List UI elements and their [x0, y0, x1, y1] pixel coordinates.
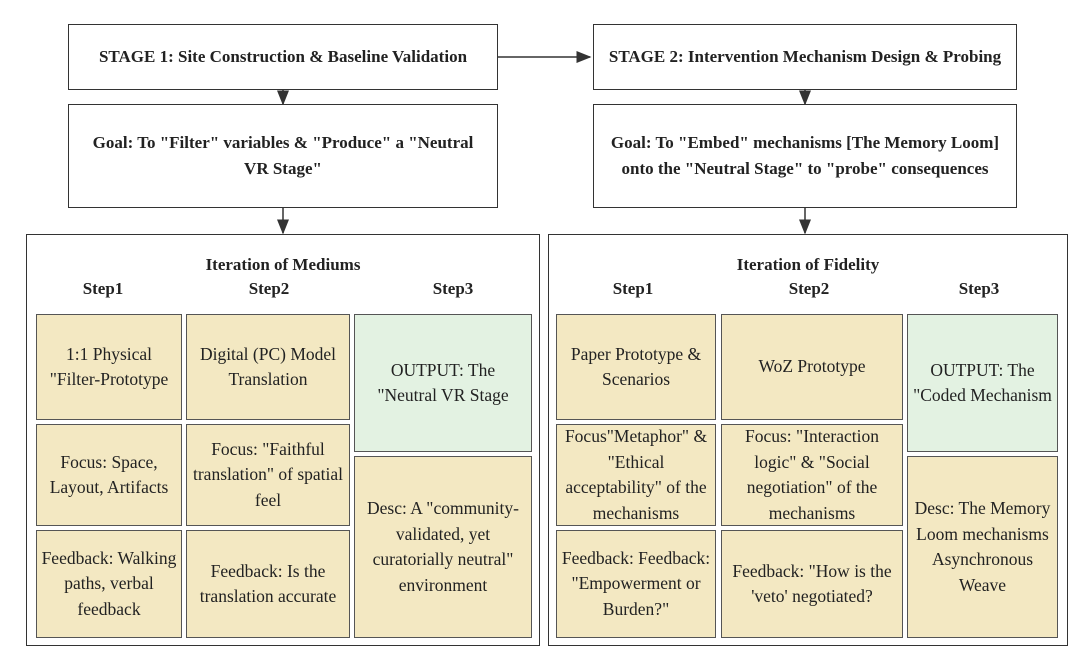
stage2-step2-label: Step2: [788, 279, 830, 298]
stage1-iteration-title: Iteration of Mediums: [205, 255, 361, 274]
stage2-desc-cell: Desc: The Memory Loom mechanisms Asynchr…: [907, 456, 1058, 638]
stage2-step2-feedback-cell: Feedback: "How is the 'veto' negotiated?: [721, 530, 903, 638]
stage2-step1-output-cell: Paper Prototype & Scenarios: [556, 314, 716, 420]
stage2-step1-feedback-cell: Feedback: Feedback: "Empowerment or Burd…: [556, 530, 716, 638]
stage1-goal-box: Goal: To "Filter" variables & "Produce" …: [68, 104, 498, 208]
stage1-title: STAGE 1: Site Construction & Baseline Va…: [98, 47, 468, 66]
stage1-step2-focus-cell: Focus: "Faithful translation" of spatial…: [186, 424, 350, 526]
stage1-step2-output-cell: Digital (PC) Model Translation: [186, 314, 350, 420]
stage2-title: STAGE 2: Intervention Mechanism Design &…: [608, 47, 1002, 66]
stage1-step2-feedback-cell: Feedback: Is the translation accurate: [186, 530, 350, 638]
stage1-output-cell: OUTPUT: The "Neutral VR Stage: [354, 314, 532, 452]
stage1-title-box: STAGE 1: Site Construction & Baseline Va…: [68, 24, 498, 90]
stage2-goal-box: Goal: To "Embed" mechanisms [The Memory …: [593, 104, 1017, 208]
stage1-step1-label: Step1: [82, 279, 124, 298]
stage2-step1-focus-cell: Focus"Metaphor" & "Ethical acceptability…: [556, 424, 716, 526]
stage2-output-cell: OUTPUT: The "Coded Mechanism: [907, 314, 1058, 452]
stage1-step1-feedback-cell: Feedback: Walking paths, verbal feedback: [36, 530, 182, 638]
stage2-step2-focus-cell: Focus: "Interaction logic" & "Social neg…: [721, 424, 903, 526]
stage2-title-box: STAGE 2: Intervention Mechanism Design &…: [593, 24, 1017, 90]
stage2-goal: Goal: To "Embed" mechanisms [The Memory …: [610, 133, 1000, 178]
stage2-step2-output-cell: WoZ Prototype: [721, 314, 903, 420]
stage2-step3-label: Step3: [958, 279, 1000, 298]
stage1-step1-focus-cell: Focus: Space, Layout, Artifacts: [36, 424, 182, 526]
stage1-step3-label: Step3: [432, 279, 474, 298]
stage1-goal: Goal: To "Filter" variables & "Produce" …: [92, 133, 474, 178]
stage1-desc-cell: Desc: A "community-validated, yet curato…: [354, 456, 532, 638]
stage1-step1-output-cell: 1:1 Physical "Filter-Prototype: [36, 314, 182, 420]
stage2-iteration-title: Iteration of Fidelity: [736, 255, 880, 274]
stage2-step1-label: Step1: [612, 279, 654, 298]
stage1-step2-label: Step2: [248, 279, 290, 298]
